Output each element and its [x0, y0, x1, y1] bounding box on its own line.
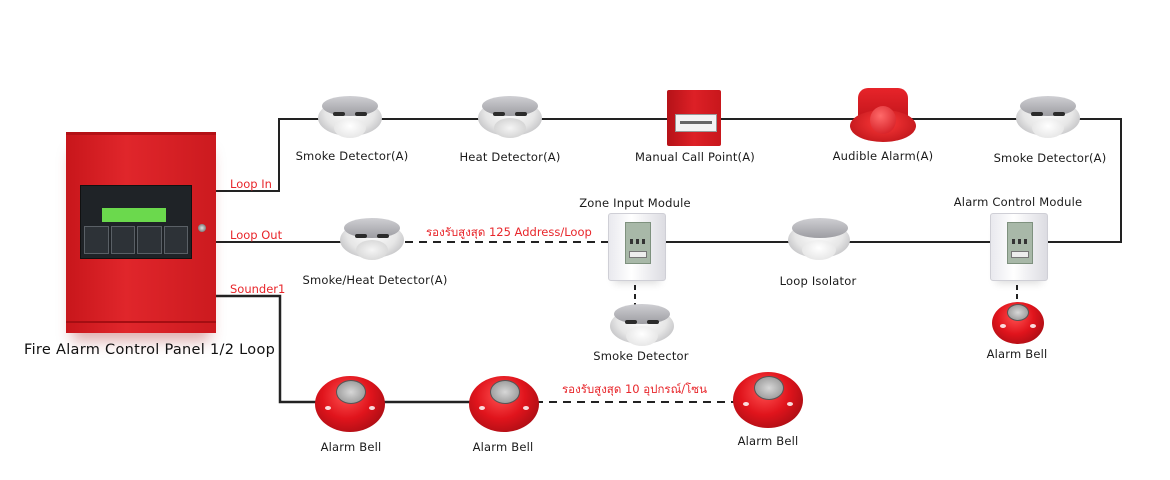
loop-capacity-note: รองรับสูงสุด 125 Address/Loop [426, 225, 592, 239]
alarm-bell-icon [733, 368, 803, 434]
device-label: Alarm Control Module [953, 195, 1083, 209]
sounder-capacity-note: รองรับสูงสุด 10 อุปกรณ์/โซน [562, 382, 707, 396]
device-label: Smoke/Heat Detector(A) [302, 273, 448, 287]
device-label: Smoke Detector(A) [993, 151, 1107, 165]
sounder1-label: Sounder1 [230, 282, 286, 296]
device-label: Alarm Bell [320, 440, 382, 454]
device-label: Alarm Bell [737, 434, 799, 448]
smoke-detector-icon [1016, 96, 1080, 142]
fire-alarm-control-panel [66, 132, 216, 333]
device-label: Manual Call Point(A) [635, 150, 755, 164]
smoke-detector-icon [318, 96, 382, 142]
alarm-control-module-icon [990, 213, 1048, 281]
device-label: Zone Input Module [579, 196, 691, 210]
audible-alarm-icon [850, 88, 916, 144]
panel-lcd [102, 208, 166, 222]
panel-lock-icon [198, 224, 206, 232]
panel-title: Fire Alarm Control Panel 1/2 Loop [24, 342, 276, 358]
heat-detector-icon [478, 96, 542, 142]
loop-in-label: Loop In [230, 177, 272, 191]
device-label: Audible Alarm(A) [832, 149, 934, 163]
manual-call-point-icon [667, 90, 721, 146]
device-label: Loop Isolator [779, 274, 857, 288]
device-label: Smoke Detector [593, 349, 689, 363]
alarm-bell-icon [469, 372, 539, 438]
smoke-detector-icon [610, 304, 674, 350]
alarm-bell-icon [992, 298, 1044, 344]
device-label: Alarm Bell [472, 440, 534, 454]
alarm-bell-icon [315, 372, 385, 438]
device-label: Heat Detector(A) [459, 150, 561, 164]
panel-keypad [84, 226, 188, 254]
loop-out-label: Loop Out [230, 228, 283, 242]
zone-input-module-icon [608, 213, 666, 281]
panel-display [80, 185, 192, 259]
device-label: Smoke Detector(A) [295, 149, 409, 163]
loop-isolator-icon [788, 218, 850, 264]
device-label: Alarm Bell [986, 347, 1048, 361]
smoke-heat-detector-icon [340, 218, 404, 264]
